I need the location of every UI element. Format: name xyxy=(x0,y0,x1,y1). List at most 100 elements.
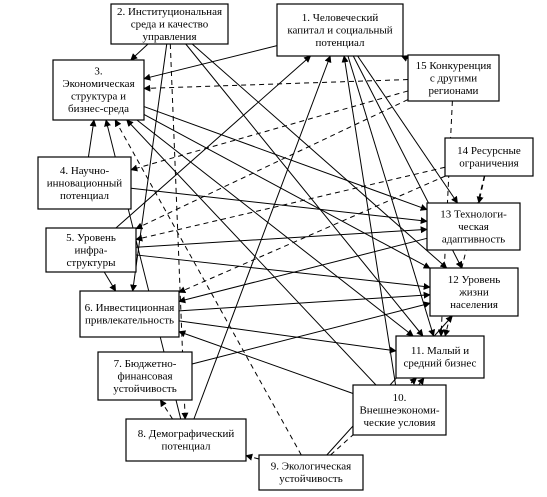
node-box-n15 xyxy=(407,54,500,102)
edge-n4-n3 xyxy=(87,119,97,158)
node-label-n10-line-1: Внешнеэкономи- xyxy=(359,404,439,416)
node-box-n11 xyxy=(395,335,485,379)
node-label-n4-line-1: инновационный xyxy=(47,177,123,189)
node-box-n13 xyxy=(426,202,521,251)
node-label-n5-line-0: 5. Уровень xyxy=(66,232,116,244)
node-label-n7-line-2: устойчивость xyxy=(113,383,176,395)
edge-n10-n6 xyxy=(178,330,354,394)
edge-n13-n6 xyxy=(178,237,428,304)
edge-n14-n6 xyxy=(178,175,446,294)
node-label-n7-line-0: 7. Бюджетно- xyxy=(114,358,177,370)
node-label-n1-line-1: капитал и социальный xyxy=(287,24,392,36)
node-box-n12 xyxy=(429,267,519,317)
edge-n8-n1 xyxy=(193,55,332,420)
node-label-n15-line-1: с другими xyxy=(430,72,477,84)
edge-n3-n12 xyxy=(143,114,431,269)
edge-n10-n3 xyxy=(126,119,377,386)
edge-n2-n3 xyxy=(130,43,149,61)
node-label-n2-line-0: 2. Институциональная xyxy=(117,6,222,18)
node-label-n14-line-0: 14 Ресурсные xyxy=(457,145,521,157)
node-label-n3-line-2: структура и xyxy=(71,91,126,103)
node-label-n9-line-0: 9. Экологическая xyxy=(271,461,351,473)
node-box-n5 xyxy=(45,227,137,273)
node-label-n1-line-2: потенциал xyxy=(315,37,365,49)
edge-n5-n1 xyxy=(115,55,312,229)
node-label-n11-line-1: средний бизнес xyxy=(404,358,477,370)
node-label-n15-line-0: 15 Конкуренция xyxy=(416,60,492,72)
edge-n10-n11 xyxy=(417,377,425,386)
node-box-n3 xyxy=(52,59,145,121)
edge-n5-n13 xyxy=(135,226,428,248)
edge-n9-n3 xyxy=(114,119,302,456)
node-label-n13-line-1: ческая xyxy=(458,221,489,233)
node-label-n13-line-0: 13 Технологи- xyxy=(440,208,507,220)
edge-n1-n3 xyxy=(143,45,278,81)
node-label-n12-line-0: 12 Уровень xyxy=(448,274,501,286)
edge-n15-n4 xyxy=(130,90,409,172)
node-label-n3-line-0: 3. xyxy=(94,66,103,78)
node-box-n2 xyxy=(110,3,229,45)
edge-n6-n12 xyxy=(178,291,431,312)
node-label-n8-line-1: потенциал xyxy=(161,441,211,453)
node-n10: 10.Внешнеэкономи-ческие условия xyxy=(352,384,447,436)
edge-n8-n7 xyxy=(159,399,173,420)
edge-n1-n13 xyxy=(357,55,458,204)
edge-n9-n8 xyxy=(245,453,260,461)
node-label-n2-line-1: среда и качество xyxy=(131,18,209,30)
node-box-n1 xyxy=(276,3,404,57)
edge-n14-n5 xyxy=(135,166,446,242)
node-box-n6 xyxy=(79,290,180,338)
edge-n15-n1 xyxy=(400,55,409,62)
node-label-n7-line-1: финансовая xyxy=(117,370,172,382)
edge-n2-n11 xyxy=(185,43,424,337)
node-box-n7 xyxy=(97,351,193,401)
node-label-n4-line-0: 4. Научно- xyxy=(60,165,110,177)
edge-n3-n11 xyxy=(136,119,414,337)
node-label-n3-line-1: Экономическая xyxy=(62,78,134,90)
node-label-n6-line-0: 6. Инвестиционная xyxy=(85,302,175,314)
node-label-n3-line-3: бизнес-среда xyxy=(68,103,129,115)
edge-n5-n6 xyxy=(103,271,117,292)
node-label-n5-line-2: структуры xyxy=(67,257,117,269)
edge-n5-n12 xyxy=(135,254,431,290)
node-label-n14-line-1: ограничения xyxy=(459,158,518,170)
node-label-n9-line-1: устойчивость xyxy=(279,473,342,485)
edge-n4-n13 xyxy=(130,187,428,225)
node-label-n2-line-2: управления xyxy=(142,31,196,43)
node-label-n11-line-0: 11. Малый и xyxy=(411,345,469,357)
node-box-n8 xyxy=(125,418,247,462)
edge-n14-n13 xyxy=(476,175,486,204)
node-label-n5-line-1: инфра- xyxy=(75,244,108,256)
node-label-n10-line-0: 10. xyxy=(393,392,407,404)
edge-n7-n12 xyxy=(191,301,431,365)
node-label-n1-line-0: 1. Человеческий xyxy=(302,12,379,24)
node-label-n13-line-2: адаптивность xyxy=(442,233,505,245)
node-box-n4 xyxy=(37,156,132,210)
node-label-n8-line-0: 8. Демографический xyxy=(138,428,235,440)
edge-n10-n1 xyxy=(341,55,397,386)
edge-n15-n3 xyxy=(143,79,409,92)
node-label-n12-line-1: жизни xyxy=(458,286,489,298)
node-label-n4-line-2: потенциал xyxy=(60,190,110,202)
node-label-n10-line-2: ческие условия xyxy=(364,417,436,429)
edge-n6-n11 xyxy=(178,320,397,354)
node-box-n9 xyxy=(258,454,364,491)
node-label-n12-line-2: населения xyxy=(450,299,498,311)
node-box-n14 xyxy=(444,137,534,177)
node-label-n15-line-2: регионами xyxy=(429,85,479,97)
